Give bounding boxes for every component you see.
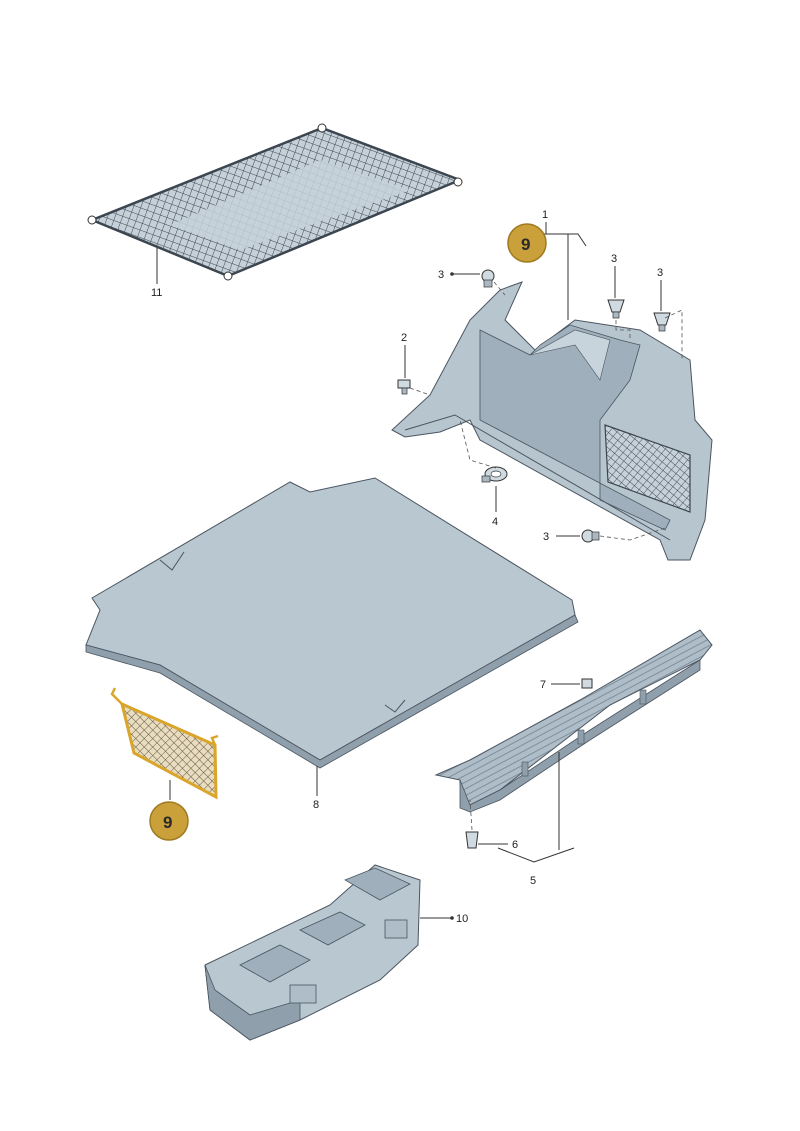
label-part-3-d: 3 bbox=[543, 531, 549, 543]
label-part-3-a: 3 bbox=[438, 269, 444, 281]
label-part-8: 8 bbox=[313, 799, 319, 811]
sill-panel-part-5 bbox=[434, 629, 713, 813]
label-part-1: 1 bbox=[542, 209, 548, 221]
highlight-badge-bottom: 9 bbox=[149, 801, 189, 841]
clip-part-3-lower bbox=[581, 529, 600, 543]
clip-part-7 bbox=[581, 678, 593, 689]
foam-tray-part-10 bbox=[204, 864, 421, 1041]
label-part-7: 7 bbox=[540, 679, 546, 691]
label-part-10: 10 bbox=[456, 913, 468, 925]
label-part-4: 4 bbox=[492, 516, 498, 528]
clip-part-2 bbox=[397, 379, 411, 395]
label-part-3-b: 3 bbox=[611, 253, 617, 265]
clip-part-3-top-left bbox=[481, 269, 495, 288]
label-part-5: 5 bbox=[530, 875, 536, 887]
side-trim-panel-part-1 bbox=[391, 281, 713, 561]
hook-part-4 bbox=[481, 466, 508, 483]
label-part-6: 6 bbox=[512, 839, 518, 851]
badge-top-number: 9 bbox=[521, 235, 530, 254]
clip-part-6 bbox=[465, 831, 479, 849]
label-part-3-c: 3 bbox=[657, 267, 663, 279]
clip-part-3-top-mid bbox=[607, 299, 625, 319]
cargo-net-part-11 bbox=[87, 123, 463, 281]
storage-net-part-9 bbox=[110, 687, 219, 800]
floor-mat-part-8 bbox=[85, 477, 579, 769]
highlight-badge-top: 9 bbox=[507, 223, 547, 263]
label-part-2: 2 bbox=[401, 332, 407, 344]
badge-bottom-number: 9 bbox=[163, 813, 172, 832]
clip-part-3-top-right bbox=[653, 312, 671, 332]
label-part-11: 11 bbox=[151, 287, 162, 299]
